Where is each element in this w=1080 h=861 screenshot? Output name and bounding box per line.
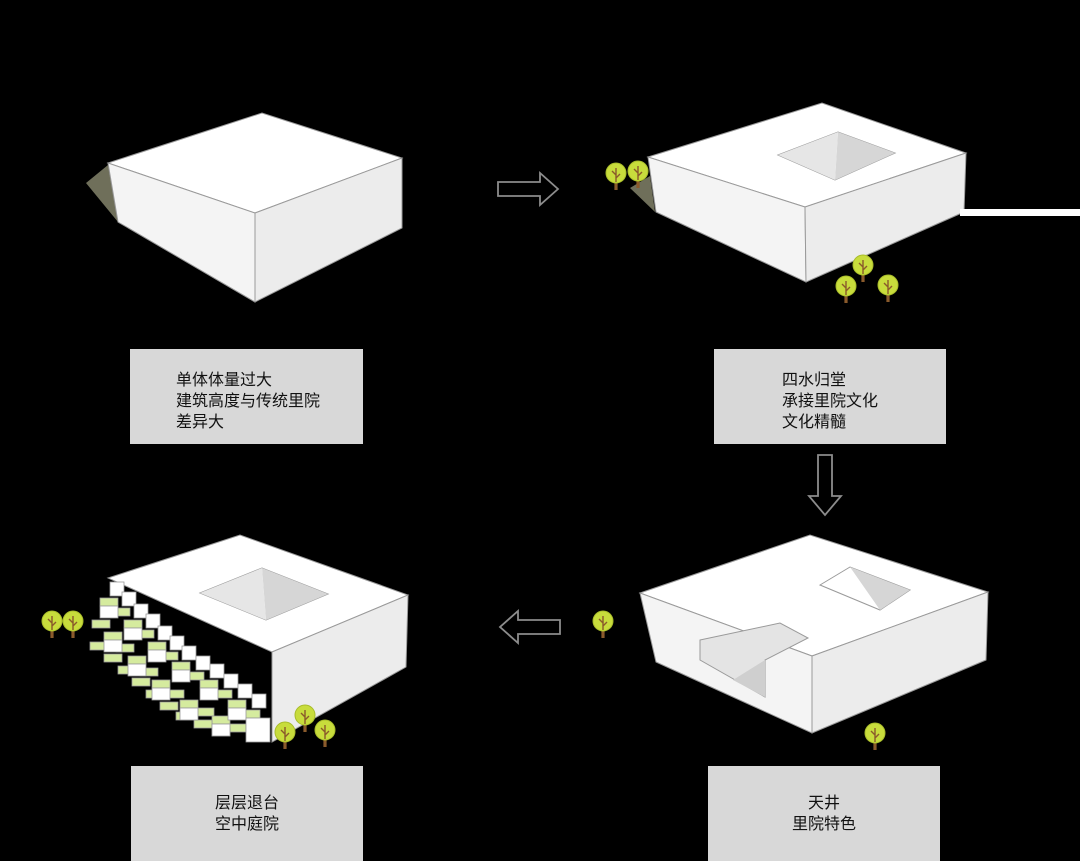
tree-icon	[274, 721, 296, 750]
caption-line: 四水归堂	[782, 370, 847, 389]
caption-line: 承接里院文化	[782, 391, 879, 410]
tree-icon	[314, 719, 336, 748]
block-2-shadow	[630, 176, 655, 212]
caption-line: 单体体量过大	[176, 370, 273, 389]
caption-line: 空中庭院	[214, 814, 279, 833]
block-1-shadow	[86, 165, 118, 222]
tree-icon	[592, 610, 614, 639]
tree-icon	[835, 275, 857, 304]
terrace-steps	[89, 581, 271, 743]
tree-icon	[877, 274, 899, 303]
down-arrow-icon	[807, 454, 843, 517]
caption-line: 天井	[807, 793, 840, 812]
caption-step-2: 四水归堂 承接里院文化 文化精髓	[714, 349, 946, 444]
tree-icon	[852, 254, 874, 283]
block-4-right-face	[811, 591, 989, 734]
block-3-terraced-mass	[41, 534, 410, 750]
caption-line: 建筑高度与传统里院	[176, 391, 321, 410]
edge-bar	[960, 209, 1080, 216]
left-arrow-icon	[498, 608, 561, 646]
block-2-courtyard-mass	[605, 102, 968, 304]
block-1-right-face	[254, 157, 403, 303]
tree-icon	[62, 610, 84, 639]
block-1-solid-mass	[86, 112, 404, 303]
caption-line: 文化精髓	[782, 412, 847, 431]
caption-line: 里院特色	[791, 814, 856, 833]
block-2-courtyard-wall	[835, 132, 895, 180]
tree-icon	[864, 722, 886, 751]
block-4-patio-mass	[592, 534, 990, 751]
caption-line: 差异大	[176, 412, 225, 431]
caption-step-4: 天井 里院特色	[708, 766, 940, 861]
tree-icon	[41, 610, 63, 639]
tree-icon	[605, 162, 627, 191]
caption-step-1: 单体体量过大 建筑高度与传统里院 差异大	[130, 349, 363, 444]
caption-step-3: 层层退台 空中庭院	[131, 766, 363, 861]
right-arrow-icon	[497, 170, 560, 208]
caption-line: 层层退台	[214, 793, 279, 812]
